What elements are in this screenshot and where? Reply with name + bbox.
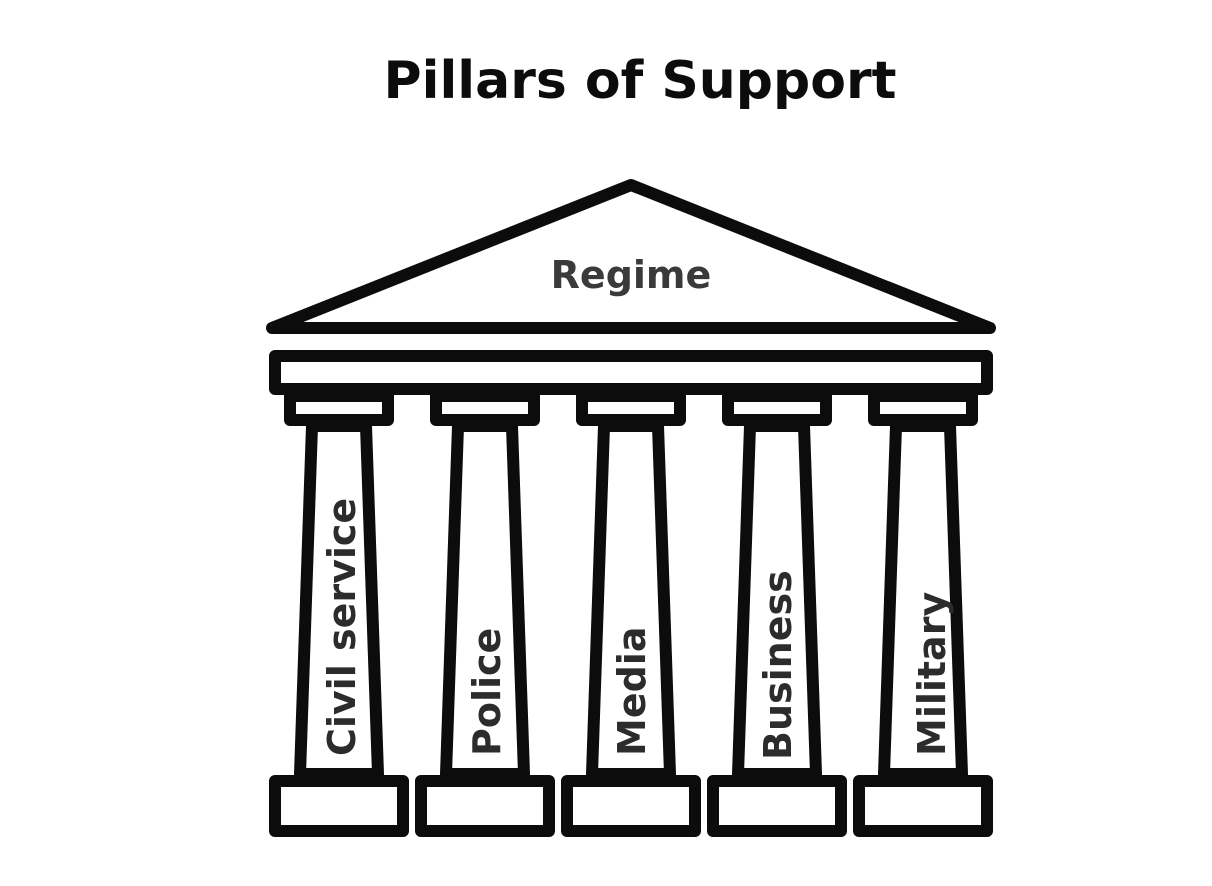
pillar-base — [415, 775, 555, 837]
roof-triangle — [266, 179, 996, 334]
pillar-base — [269, 775, 409, 837]
pillar-capital — [868, 390, 978, 426]
pillar-label: Civil service — [320, 498, 364, 756]
pillar-capital — [430, 390, 540, 426]
pillar-label: Military — [910, 592, 954, 756]
pillar-label: Business — [756, 570, 800, 760]
pillar-shaft — [732, 420, 822, 780]
pillar-capital — [722, 390, 832, 426]
pillar-base — [853, 775, 993, 837]
pillar-civil-service: Civil service — [269, 390, 409, 837]
pillar-shaft — [294, 420, 384, 780]
pillar-capital — [576, 390, 686, 426]
pillar-shaft — [878, 420, 968, 780]
pillar-military: Military — [853, 390, 993, 837]
pillar-base — [561, 775, 701, 837]
pillar-base — [707, 775, 847, 837]
roof-pediment: Regime — [266, 179, 996, 334]
pillar-business: Business — [707, 390, 847, 837]
pillar-shaft — [586, 420, 676, 780]
pillar-capital — [284, 390, 394, 426]
diagram-title: Pillars of Support — [384, 51, 897, 111]
pillar-police: Police — [415, 390, 555, 837]
pillar-shaft — [440, 420, 530, 780]
pillars-group: Civil service Police Media Business — [269, 390, 993, 837]
entablature-beam — [269, 350, 993, 395]
roof-label: Regime — [551, 253, 712, 297]
pillar-label: Police — [465, 628, 509, 756]
pillar-media: Media — [561, 390, 701, 837]
pillar-label: Media — [610, 627, 654, 756]
